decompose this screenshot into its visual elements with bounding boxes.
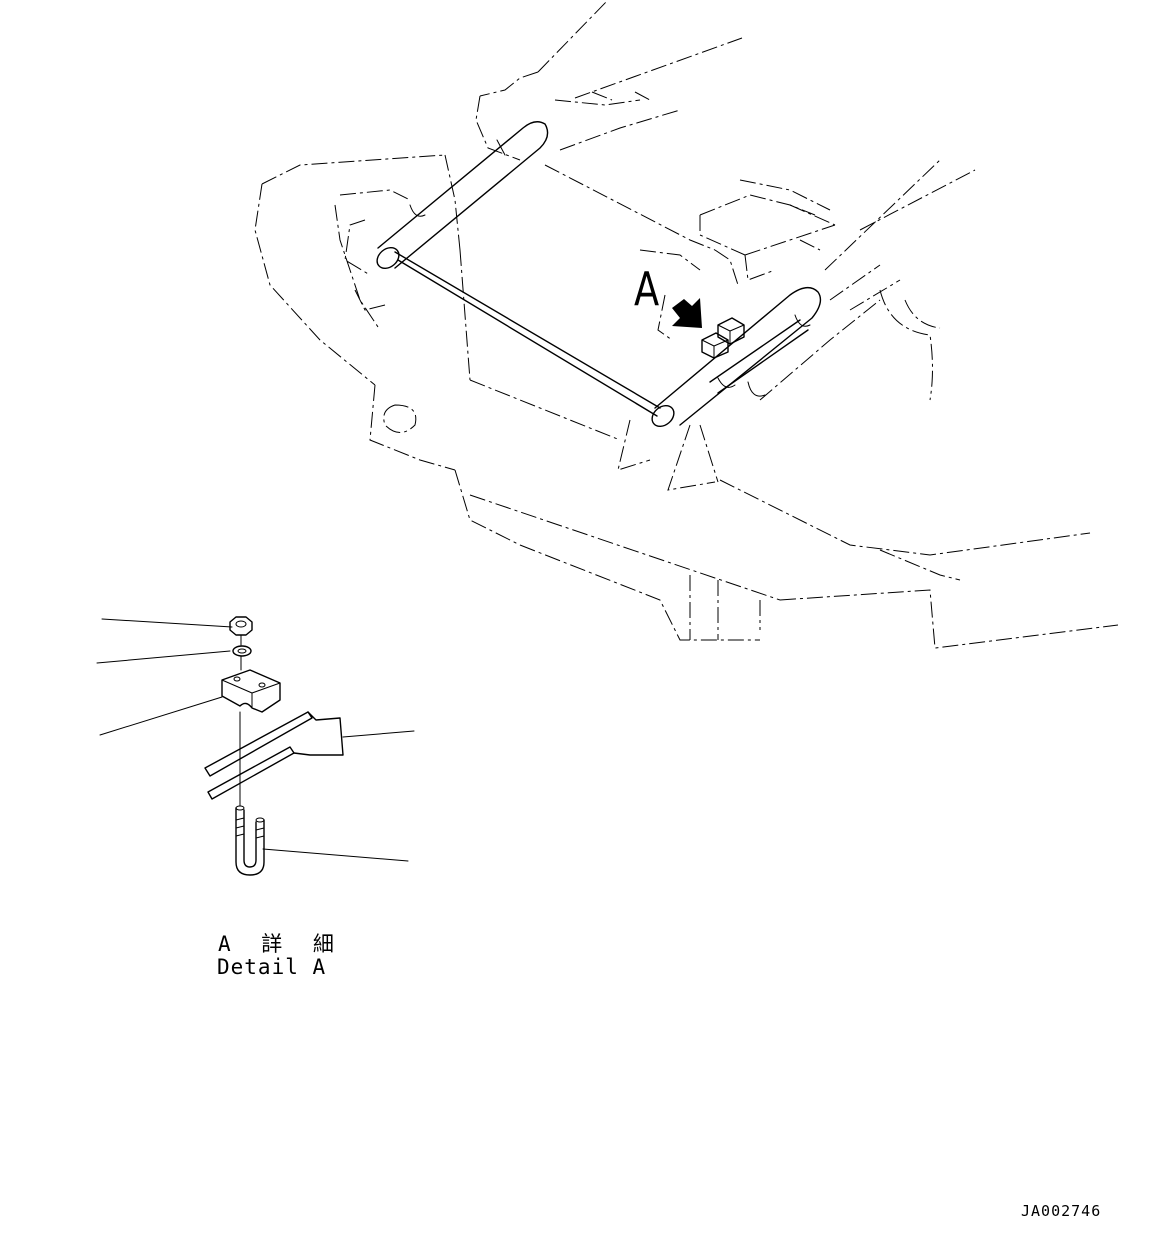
leader-clamp <box>99 696 223 736</box>
leader-nut <box>101 618 233 628</box>
drawing-number: JA002746 <box>1021 1202 1102 1220</box>
callout-label-a: A <box>634 262 660 316</box>
hex-nut-icon <box>229 616 253 636</box>
leader-tube <box>342 730 415 738</box>
lock-washer-icon <box>232 645 252 657</box>
detail-title-japanese: A 詳 細 <box>218 932 343 956</box>
leader-washer <box>96 650 231 664</box>
detail-a-view <box>96 616 415 876</box>
u-bolt-icon <box>235 805 265 876</box>
clamp-block-icon <box>221 669 281 713</box>
tube-assembly <box>376 121 822 428</box>
callout-arrow-icon <box>672 298 702 328</box>
tube-pair-icon <box>204 711 344 800</box>
leader-u-bolt <box>262 848 409 862</box>
detail-title-english: Detail A <box>217 955 327 979</box>
machine-body-phantom <box>254 0 1119 649</box>
